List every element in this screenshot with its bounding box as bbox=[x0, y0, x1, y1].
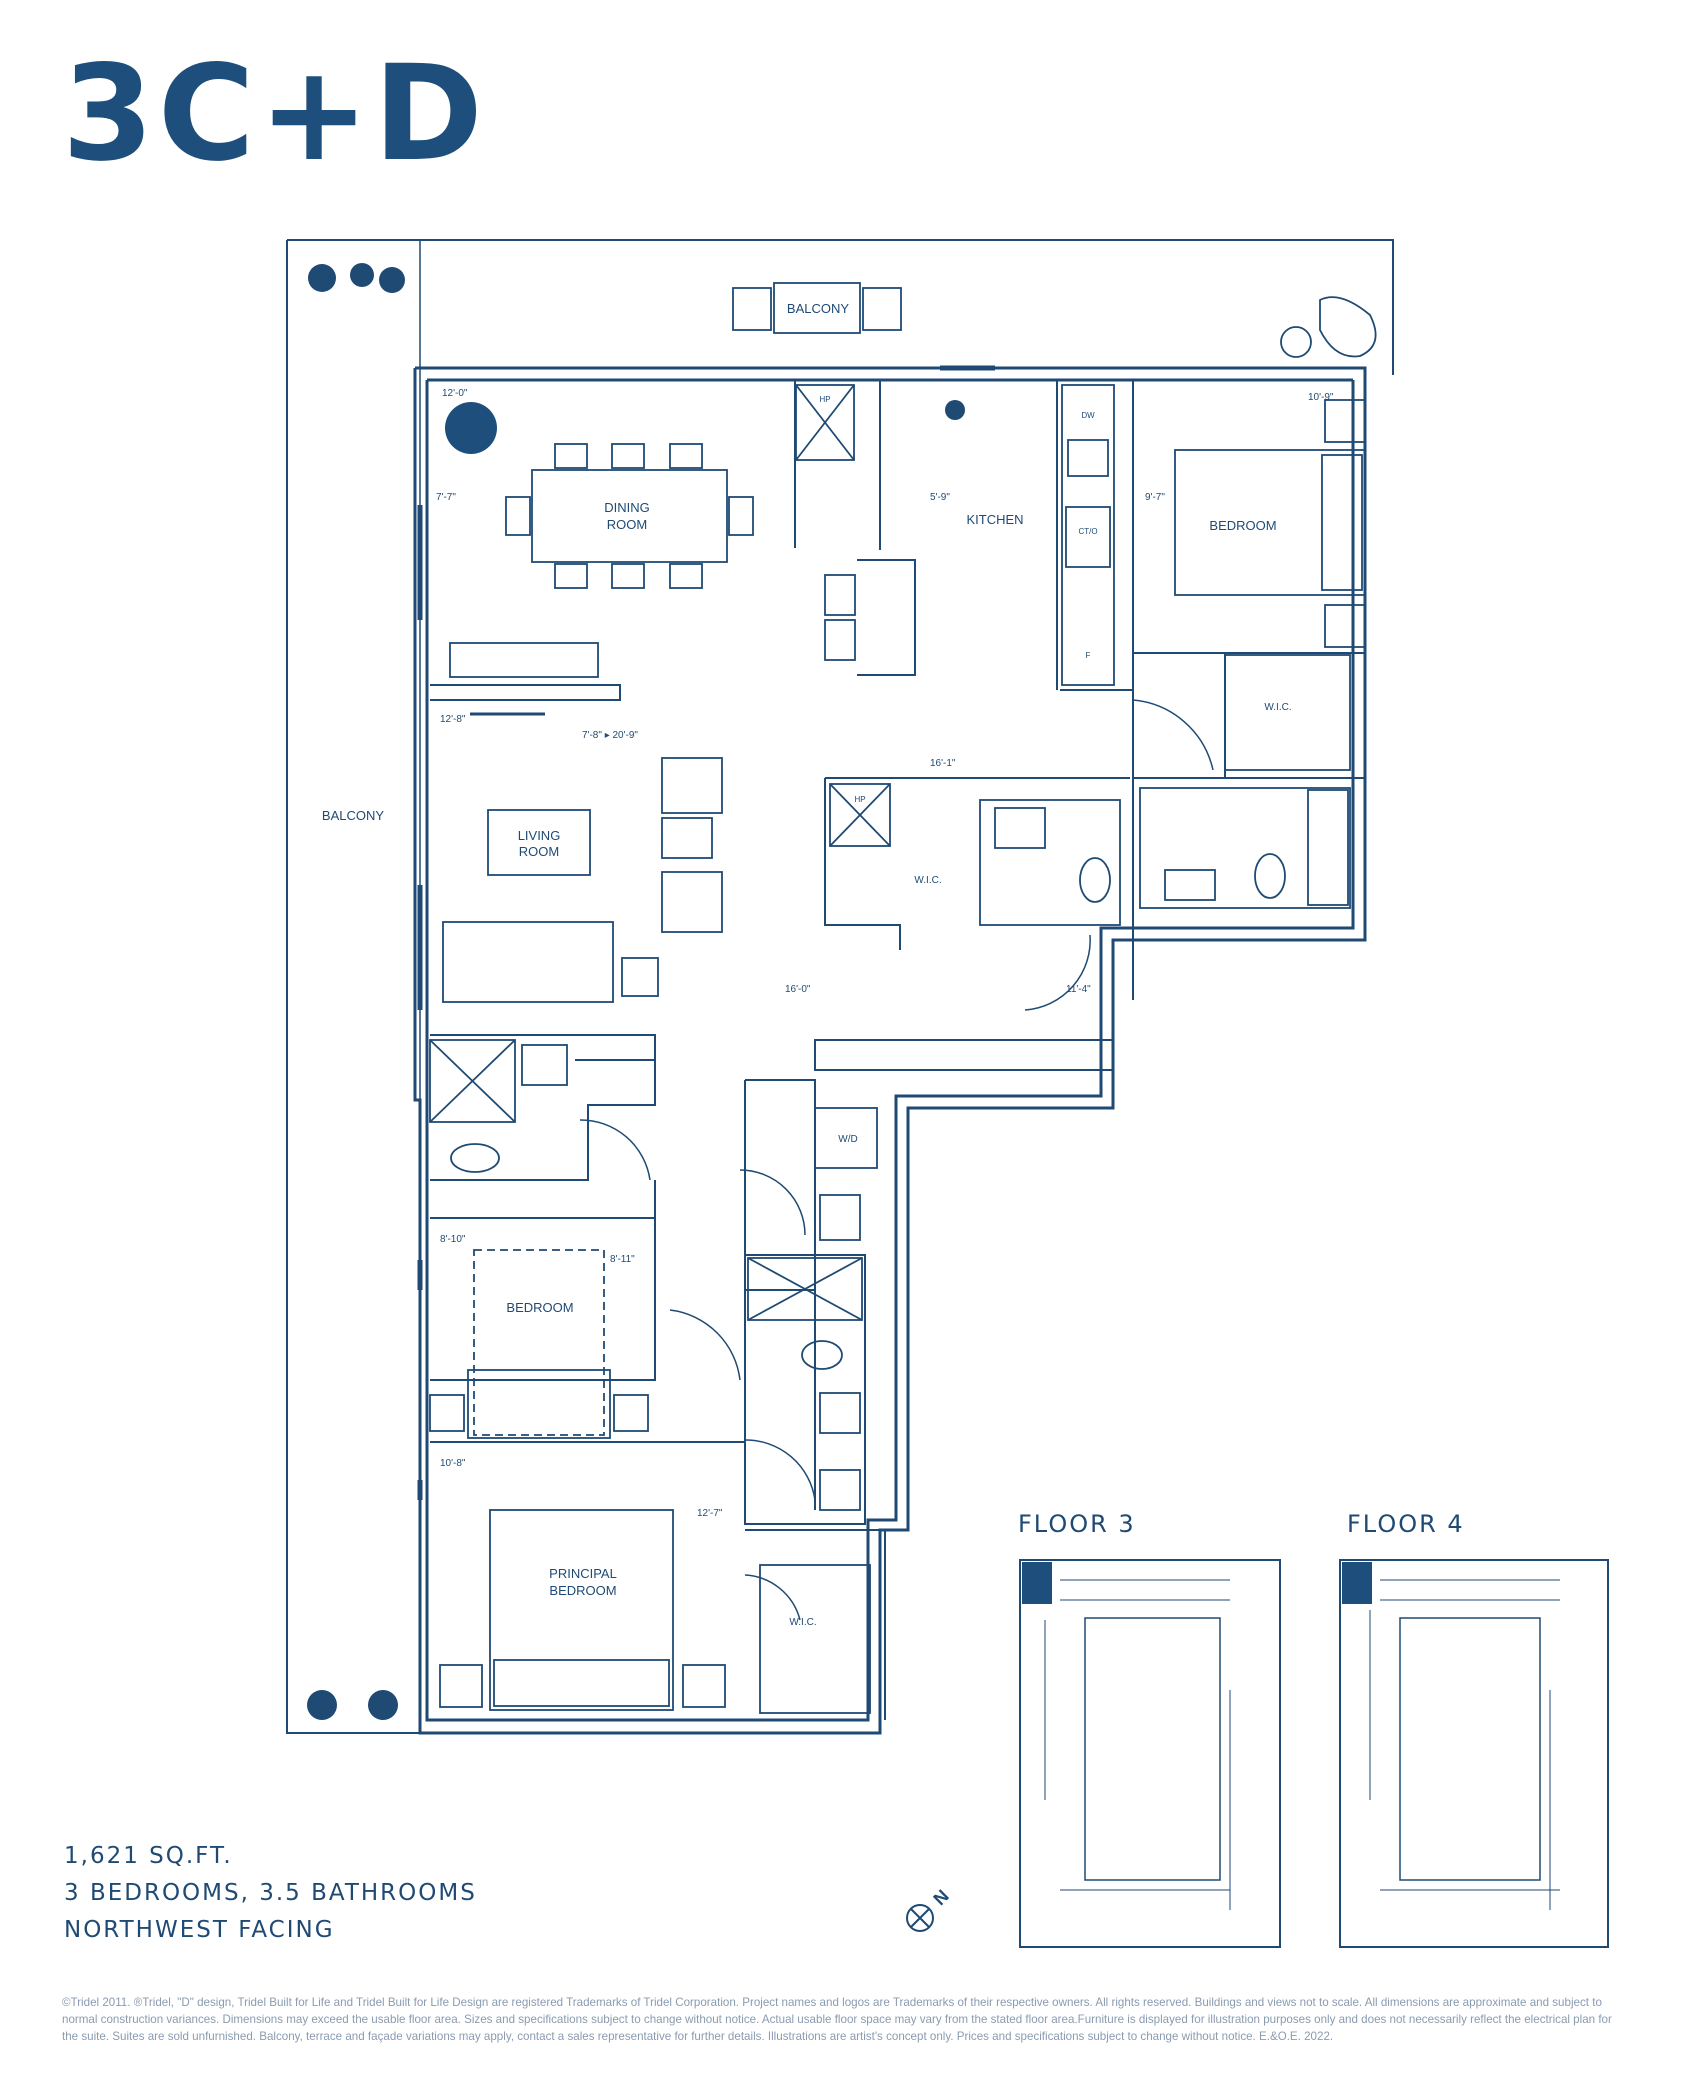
unit-stats: 1,621 SQ.FT. 3 BEDROOMS, 3.5 BATHROOMS N… bbox=[64, 1838, 477, 1949]
door-swings bbox=[579, 699, 1214, 1621]
compass-icon bbox=[906, 1904, 934, 1932]
hp-label-2: HP bbox=[854, 795, 865, 804]
dw-label: DW bbox=[1081, 411, 1095, 420]
kitchen-fixtures bbox=[795, 384, 1115, 686]
hp-label-1: HP bbox=[819, 395, 830, 404]
dining-label-2: ROOM bbox=[607, 517, 647, 532]
dim-hall: 16'-0" bbox=[785, 984, 811, 995]
wic-center-label: W.I.C. bbox=[914, 875, 941, 886]
compass-north-label: N bbox=[929, 1886, 952, 1909]
dining-label-1: DINING bbox=[604, 500, 650, 515]
suite-walls bbox=[413, 366, 1367, 1735]
living-label-2: ROOM bbox=[519, 844, 559, 859]
unit-bed-bath: 3 BEDROOMS, 3.5 BATHROOMS bbox=[64, 1880, 477, 1906]
fridge-label: F bbox=[1086, 651, 1091, 660]
wic-principal-label: W.I.C. bbox=[789, 1617, 816, 1628]
principal-bed bbox=[439, 1509, 871, 1714]
balcony-table bbox=[732, 282, 1377, 358]
key-plan-floor3 bbox=[1019, 1559, 1281, 1948]
living-room-furniture bbox=[442, 712, 723, 1003]
bedroom-west-bed bbox=[429, 1249, 649, 1439]
floor3-label: FLOOR 3 bbox=[1018, 1510, 1136, 1538]
plant-icon bbox=[307, 263, 965, 1720]
unit-area: 1,621 SQ.FT. bbox=[64, 1843, 233, 1869]
living-label-1: LIVING bbox=[518, 828, 561, 843]
dining-table bbox=[449, 443, 754, 678]
balcony-top-label: BALCONY bbox=[787, 301, 849, 316]
dim-principal-width: 10'-8" bbox=[440, 1458, 466, 1469]
unit-title: 3C+D bbox=[62, 37, 487, 191]
principal-label-2: BEDROOM bbox=[549, 1583, 616, 1598]
wd-label: W/D bbox=[838, 1134, 857, 1145]
dim-dining-width: 12'-0" bbox=[442, 388, 468, 399]
key-plan-floor4 bbox=[1339, 1559, 1609, 1948]
floor4-label: FLOOR 4 bbox=[1347, 1510, 1465, 1538]
laundry-bath bbox=[747, 1107, 878, 1511]
bedroom-east-bed bbox=[1174, 399, 1366, 771]
balcony-outline bbox=[286, 239, 1394, 1734]
dim-living-depth: 7'-8" ▸ 20'-9" bbox=[582, 730, 638, 741]
balcony-side-label: BALCONY bbox=[322, 808, 384, 823]
dim-bedroom-east-width: 10'-9" bbox=[1308, 392, 1334, 403]
dim-bedroom-west-width: 8'-10" bbox=[440, 1234, 466, 1245]
legal-disclaimer: ©Tridel 2011. ®Tridel, "D" design, Tride… bbox=[62, 1996, 1612, 2043]
dim-bedroom-west-depth: 8'-11" bbox=[610, 1254, 635, 1265]
windows bbox=[417, 365, 995, 1500]
dim-bedroom-east-depth: 9'-7" bbox=[1145, 492, 1165, 503]
bath-center bbox=[829, 783, 1351, 926]
dim-dining-depth: 7'-7" bbox=[436, 492, 456, 503]
ctd-label: CT/O bbox=[1078, 527, 1097, 536]
kitchen-label: KITCHEN bbox=[966, 512, 1023, 527]
bath-west bbox=[429, 1039, 568, 1173]
dim-principal-depth: 12'-7" bbox=[697, 1508, 723, 1519]
dim-kitchen: 5'-9" bbox=[930, 492, 950, 503]
bedroom-west-label: BEDROOM bbox=[506, 1300, 573, 1315]
unit-facing: NORTHWEST FACING bbox=[64, 1917, 335, 1943]
dim-foyer: 11'-4" bbox=[1066, 984, 1091, 995]
principal-label-1: PRINCIPAL bbox=[549, 1566, 617, 1581]
dim-living-width: 12'-8" bbox=[440, 714, 466, 725]
bedroom-east-label: BEDROOM bbox=[1209, 518, 1276, 533]
dim-wic-center: 16'-1" bbox=[930, 758, 956, 769]
column bbox=[445, 402, 497, 454]
wic-east-label: W.I.C. bbox=[1264, 702, 1291, 713]
